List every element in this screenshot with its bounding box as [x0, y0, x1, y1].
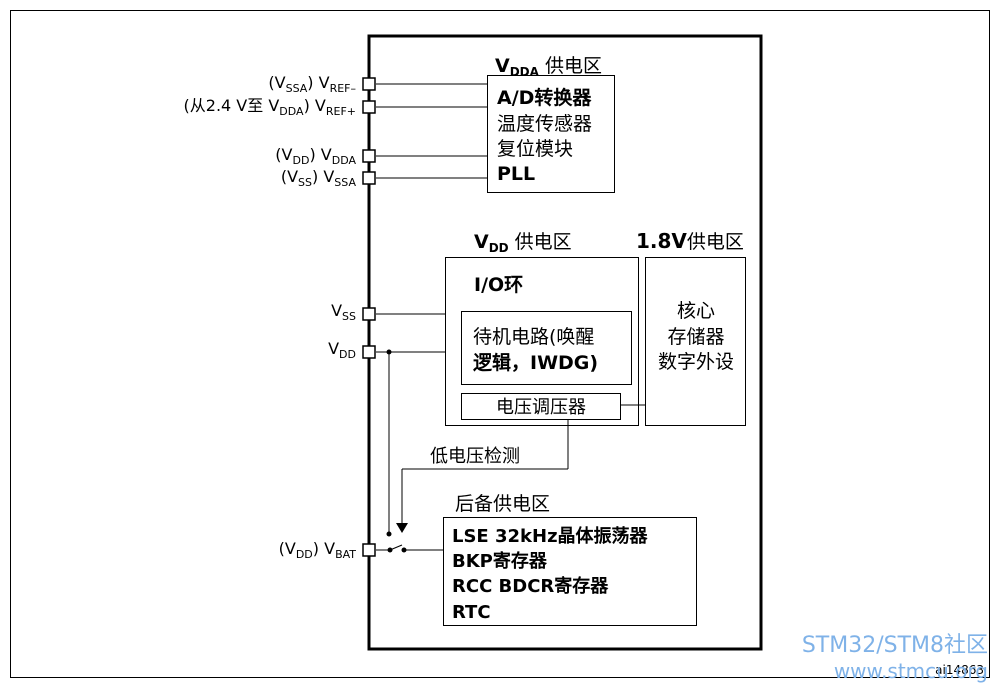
bkp-label: BKP寄存器 — [452, 550, 548, 572]
vss-pin — [362, 307, 376, 321]
vdd-domain-box — [445, 257, 639, 426]
standby-line1: 待机电路(唤醒 — [473, 326, 594, 348]
rtc-label: RTC — [452, 602, 491, 623]
vdd-pin — [362, 345, 376, 359]
vdda-label: (VDD) VDDA — [275, 145, 356, 167]
temp-sensor-label: 温度传感器 — [497, 113, 592, 135]
lse-label: LSE 32kHz晶体振荡器 — [452, 525, 649, 547]
outer-frame — [10, 10, 990, 678]
switch-contact-vdd — [386, 531, 392, 537]
standby-line2: 逻辑，IWDG) — [473, 351, 598, 374]
switch-blade — [389, 544, 403, 551]
watermark-line1: STM32/STM8社区 — [802, 633, 988, 658]
rcc-bdcr-label: RCC BDCR寄存器 — [452, 575, 609, 597]
core-domain-box — [645, 257, 746, 426]
figure-id: ai14863 — [935, 663, 984, 677]
low-voltage-detect-label: 低电压检测 — [430, 446, 520, 467]
chip-outline — [367, 34, 763, 651]
digital-peripheral-label: 数字外设 — [658, 351, 734, 373]
regulator-label: 电压调压器 — [496, 397, 586, 418]
adc-label: A/D转换器 — [497, 86, 592, 109]
vbat-pin — [362, 543, 376, 557]
vref-minus-label: (VSSA) VREF– — [268, 73, 356, 95]
backup-domain-title: 后备供电区 — [455, 493, 550, 515]
vssa-label: (VSS) VSSA — [281, 167, 357, 189]
watermark-line2: www.stmcu.org — [834, 659, 988, 683]
vss-label: VSS — [331, 301, 356, 323]
regulator-box — [461, 393, 621, 420]
vdd-label: VDD — [328, 339, 356, 361]
reset-module-label: 复位模块 — [497, 138, 573, 160]
io-ring-label: I/O环 — [474, 274, 523, 296]
backup-domain-box — [443, 517, 697, 626]
core-label: 核心 — [677, 300, 715, 322]
vssa-pin — [362, 171, 376, 185]
pll-label: PLL — [497, 163, 535, 185]
vdd-domain-title: VDD 供电区 — [474, 231, 572, 255]
core-domain-title: 1.8V供电区 — [636, 229, 744, 253]
vdda-domain-box — [487, 75, 615, 193]
vref-plus-label: (从2.4 V至 VDDA) VREF+ — [184, 96, 356, 118]
vdda-pin — [362, 149, 376, 163]
lvd-arrow-icon — [396, 523, 408, 533]
vref-minus-pin — [362, 77, 376, 91]
vref-plus-pin — [362, 100, 376, 114]
memory-label: 存储器 — [667, 326, 724, 348]
standby-circuit-box — [461, 311, 632, 385]
vbat-label: (VDD) VBAT — [279, 539, 357, 561]
